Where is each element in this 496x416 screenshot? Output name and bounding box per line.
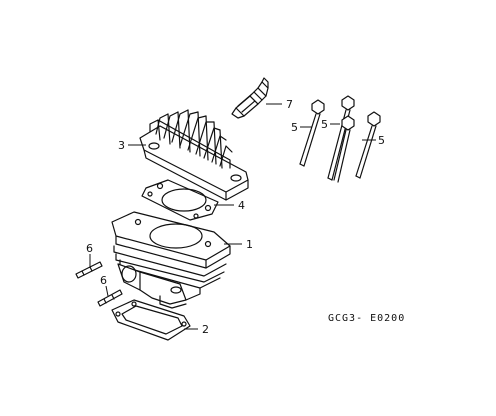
dowel-pin-group [75, 261, 123, 307]
cylinder-gasket-part [111, 299, 191, 341]
callout-head-gasket: 4 [238, 199, 245, 212]
callout-spark-plug: 7 [286, 98, 293, 111]
callout-stud-bolt-c: 5 [378, 134, 385, 147]
callout-cylinder: 1 [246, 238, 253, 251]
callout-cylinder-head: 3 [118, 139, 125, 152]
callout-dowel-pin-lower: 6 [100, 274, 107, 287]
cylinder-part [111, 211, 231, 309]
head-gasket-part [141, 179, 219, 221]
callout-dowel-pin-upper: 6 [86, 242, 93, 255]
dowel-pin-lower-leader [105, 285, 109, 297]
stud-bolt-group [299, 95, 381, 183]
spark-plug-part [231, 77, 269, 119]
callout-stud-bolt-a: 5 [291, 121, 298, 134]
cylinder-head-part [139, 109, 249, 201]
diagram-reference-code: GCG3- E0200 [328, 313, 405, 324]
callout-stud-bolt-b: 5 [321, 118, 328, 131]
callout-cylinder-gasket: 2 [202, 323, 209, 336]
